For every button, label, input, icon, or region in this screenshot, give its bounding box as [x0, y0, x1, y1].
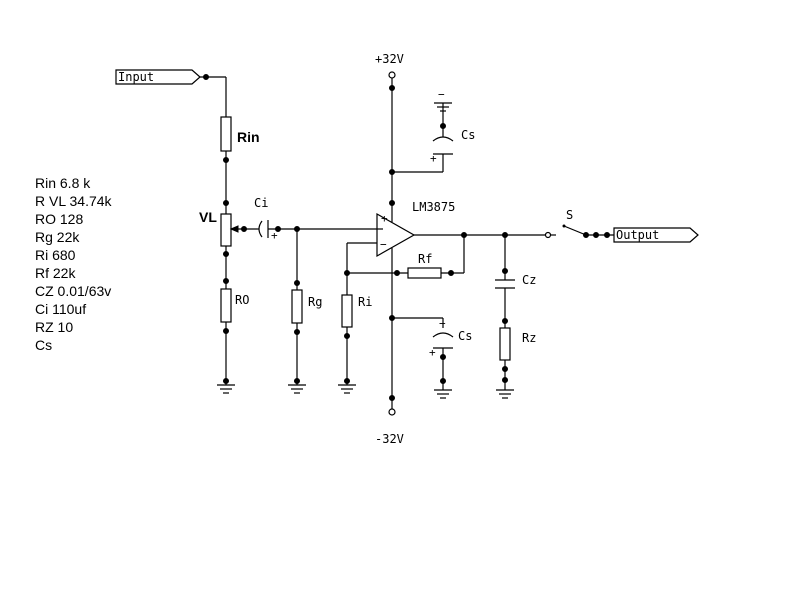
- switch-label: S: [566, 208, 573, 222]
- rin-resistor: [220, 116, 232, 152]
- output-label: Output: [616, 228, 659, 242]
- node-out-2: [604, 232, 610, 238]
- node-vl-top: [223, 200, 229, 206]
- node-gnd-rg: [294, 378, 300, 384]
- ci-label: Ci: [254, 196, 268, 210]
- output-connector: Output: [613, 227, 699, 243]
- opamp-plus-sign: +: [381, 212, 388, 225]
- node-vl-bottom: [223, 251, 229, 257]
- vplus-terminal: [388, 71, 396, 79]
- cs-bottom-minus: −: [439, 317, 446, 330]
- node-rg-bottom: [294, 329, 300, 335]
- cs-top-plus: +: [430, 152, 437, 165]
- ci-capacitor: [257, 220, 297, 238]
- input-label: Input: [118, 70, 154, 84]
- component-value-item: Rin 6.8 k: [35, 175, 91, 191]
- node-rz-bottom: [502, 366, 508, 372]
- cs-bottom-label: Cs: [458, 329, 472, 343]
- ground-symbol-ri: [338, 384, 356, 394]
- opamp-minus-sign: −: [380, 238, 387, 251]
- node-ro-bottom: [223, 328, 229, 334]
- chip-label: LM3875: [412, 200, 455, 214]
- node-gnd-rz: [502, 377, 508, 383]
- node-ci-right: [275, 226, 281, 232]
- node-rf-left: [394, 270, 400, 276]
- ro-label: RO: [235, 293, 249, 307]
- switch-blade: [563, 225, 587, 236]
- rin-label: Rin: [237, 129, 260, 145]
- node-ro-top: [223, 278, 229, 284]
- cs-top-label: Cs: [461, 128, 475, 142]
- node-vplus-top: [389, 85, 395, 91]
- component-value-item: Ci 110uf: [35, 301, 87, 317]
- component-value-item: RO 128: [35, 211, 84, 227]
- node-rin: [223, 157, 229, 163]
- rg-resistor: [291, 289, 303, 324]
- node-gnd-ri: [344, 378, 350, 384]
- switch-contact-left: [544, 231, 552, 239]
- cs-top-minus: −: [438, 88, 445, 101]
- component-value-item: R VL 34.74k: [35, 193, 112, 209]
- cz-label: Cz: [522, 273, 536, 287]
- component-value-item: Rf 22k: [35, 265, 76, 281]
- rg-label: Rg: [308, 295, 322, 309]
- node-gnd-ro: [223, 378, 229, 384]
- node-cz-top: [502, 268, 508, 274]
- node-rg-top: [294, 280, 300, 286]
- rz-label: Rz: [522, 331, 536, 345]
- node-input: [203, 74, 209, 80]
- node-vminus-bottom: [389, 395, 395, 401]
- component-value-item: Rg 22k: [35, 229, 80, 245]
- cs-top-capacitor: [392, 102, 454, 173]
- node-vplus-chip: [389, 200, 395, 206]
- ground-symbol-ro: [217, 384, 235, 394]
- cs-bottom-plus: +: [429, 346, 436, 359]
- switch-pivot: [562, 224, 566, 228]
- component-value-item: Cs: [35, 337, 53, 353]
- node-out-1: [593, 232, 599, 238]
- ro-resistor: [220, 288, 232, 323]
- input-connector: Input: [115, 69, 201, 85]
- rf-resistor: [407, 267, 442, 279]
- vl-label: VL: [199, 209, 217, 225]
- node-cs-top-mid: [440, 123, 446, 129]
- ground-symbol-rg: [288, 384, 306, 394]
- ri-label: Ri: [358, 295, 372, 309]
- node-rz-top: [502, 318, 508, 324]
- vplus-label: +32V: [375, 52, 404, 66]
- component-value-item: Ri 680: [35, 247, 76, 263]
- wiper-arrow: [229, 225, 239, 233]
- node-gnd-cs: [440, 378, 446, 384]
- node-output: [461, 232, 467, 238]
- vl-potentiometer: [220, 213, 232, 247]
- vminus-label: -32V: [375, 432, 404, 446]
- node-rf-right: [448, 270, 454, 276]
- component-value-item: CZ 0.01/63v: [35, 283, 112, 299]
- rf-label: Rf: [418, 252, 432, 266]
- ground-symbol-rz: [496, 389, 514, 399]
- node-wiper: [241, 226, 247, 232]
- lm3875-opamp: [376, 212, 416, 258]
- node-ri-bottom: [344, 333, 350, 339]
- node-cs-bottom-mid: [440, 354, 446, 360]
- ci-plus: +: [271, 229, 278, 242]
- component-value-item: RZ 10: [35, 319, 74, 335]
- rz-resistor: [499, 327, 511, 361]
- ri-resistor: [341, 294, 353, 328]
- vminus-terminal: [388, 408, 396, 416]
